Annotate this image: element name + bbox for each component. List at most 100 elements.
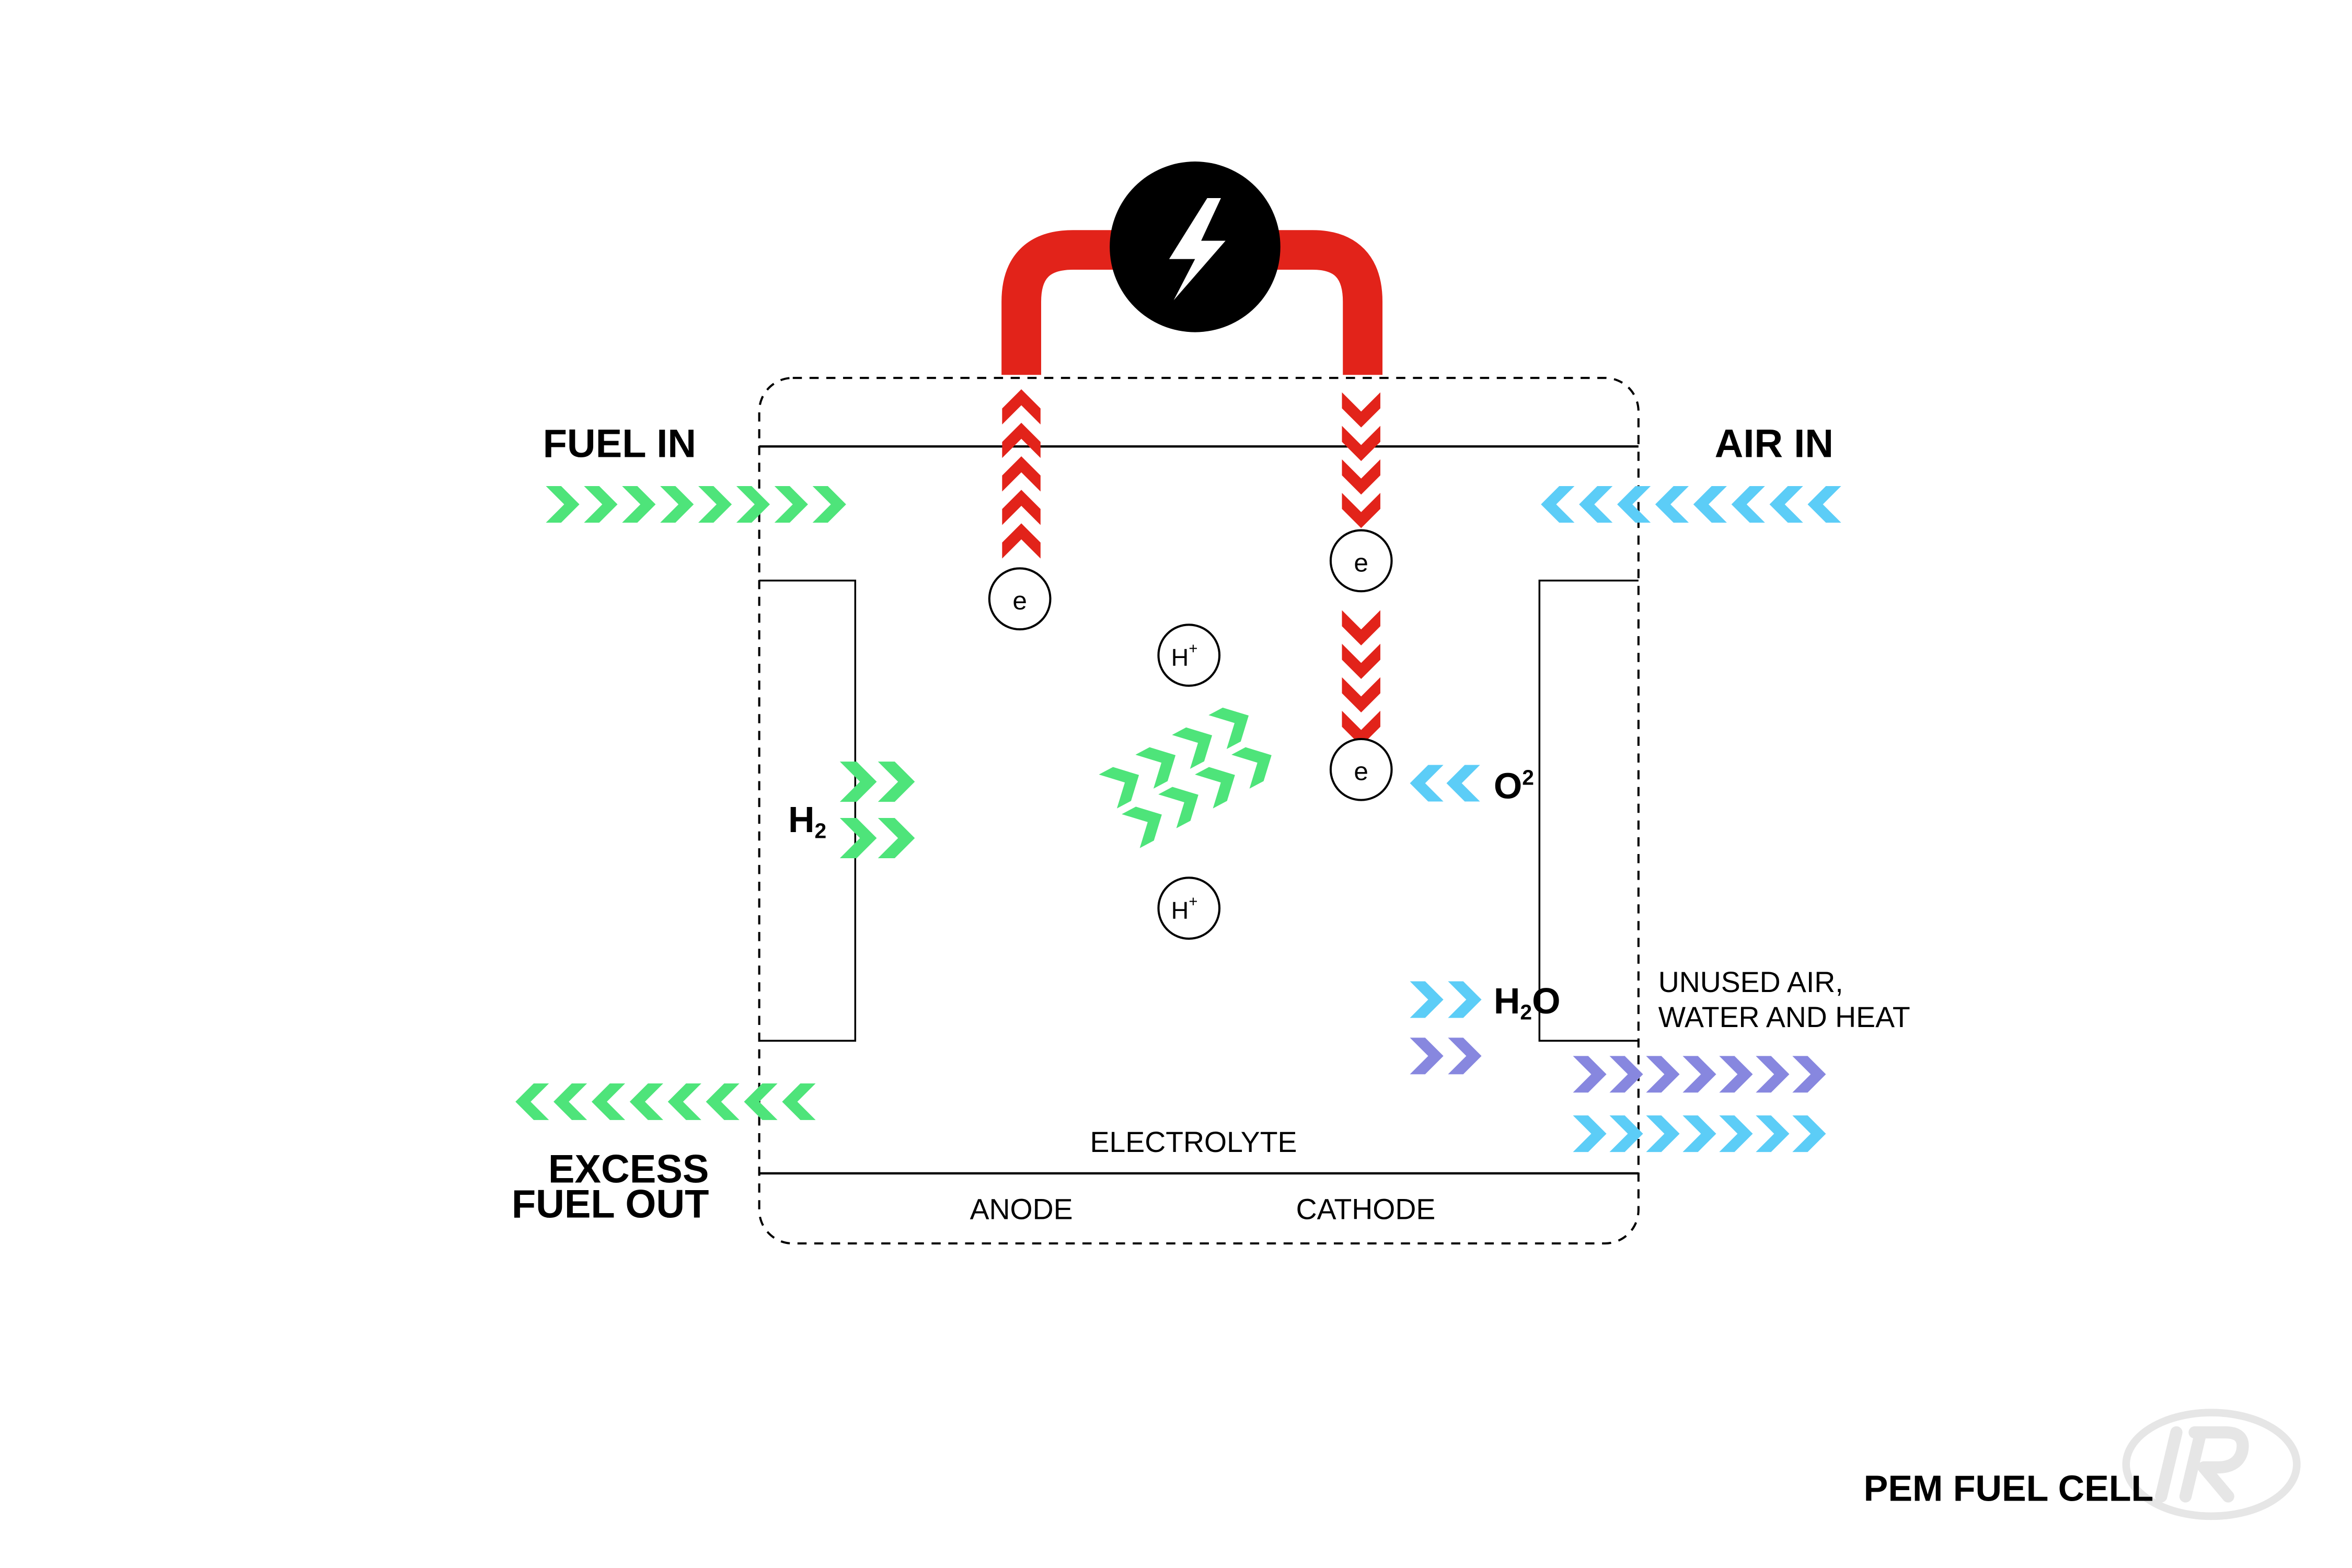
fuel-out-chevron: [667, 1083, 701, 1120]
electron-cathode-upper: e: [1329, 529, 1393, 593]
air-in-chevron: [1579, 486, 1613, 523]
heat-chevron: [1448, 1037, 1482, 1075]
fuel-in-chevron: [546, 486, 580, 523]
proton-flow-chevron: [1195, 767, 1235, 809]
proton-flow-chevron: [1135, 747, 1176, 789]
air-in-label: AIR IN: [1715, 422, 1834, 466]
fuel-out-chevron: [744, 1083, 778, 1120]
excess-fuel-out-label-line1: EXCESS: [548, 1147, 709, 1191]
electron-label: e: [1354, 548, 1368, 577]
proton-label: H+: [1171, 894, 1198, 924]
electron-anode: e: [988, 567, 1052, 631]
fuel-in-label: FUEL IN: [543, 422, 696, 466]
fuel-out-chevron: [706, 1083, 740, 1120]
h2o-chevron: [1448, 981, 1482, 1018]
electron-down-chevron: [1342, 425, 1380, 462]
anode-label: ANODE: [970, 1193, 1073, 1225]
ir-logo: [2122, 1409, 2301, 1520]
h2-chevron: [878, 818, 915, 858]
electrolyte-label: ELECTROLYTE: [1090, 1126, 1297, 1158]
h2-chevron: [839, 818, 877, 858]
unused-air-label-line2: WATER AND HEAT: [1658, 1001, 1910, 1033]
proton-upper: H+: [1157, 624, 1221, 687]
exhaust-air-chevron: [1646, 1056, 1680, 1093]
load: [1110, 162, 1281, 332]
fuel-out-chevron: [591, 1083, 626, 1120]
cathode-channel: [1538, 580, 1639, 1042]
electron-down-chevron: [1342, 392, 1380, 428]
proton-flow-chevron: [1231, 747, 1272, 789]
fuel-in-chevron: [812, 486, 846, 523]
exhaust-water-chevron: [1573, 1115, 1607, 1152]
proton-flow-chevron: [1099, 767, 1139, 809]
exhaust-air-chevron: [1609, 1056, 1643, 1093]
air-in-chevron: [1731, 486, 1765, 523]
fuel-in-chevron: [698, 486, 732, 523]
proton-flow-chevron: [1172, 727, 1213, 769]
fuel-in-chevron: [622, 486, 656, 523]
proton-flow-chevron: [1208, 707, 1249, 750]
proton-flow-chevron: [1158, 787, 1198, 828]
exhaust-water-chevron: [1792, 1115, 1826, 1152]
air-in-chevron: [1807, 486, 1841, 523]
electron-down-chevron: [1342, 610, 1380, 645]
exhaust-air-chevron: [1682, 1056, 1716, 1093]
fuel-in-chevron: [660, 486, 694, 523]
air-in-chevron: [1655, 486, 1689, 523]
air-in-chevron: [1541, 486, 1575, 523]
fuel-in-chevron: [774, 486, 808, 523]
electron-down-chevron: [1342, 677, 1380, 713]
exhaust-water-chevron: [1719, 1115, 1753, 1152]
proton-lower: H+: [1157, 877, 1221, 940]
fuel-cell-housing: [758, 376, 1640, 1245]
exhaust-water-chevron: [1609, 1115, 1643, 1152]
exhaust-water-chevron: [1646, 1115, 1680, 1152]
excess-fuel-out-label-line2: FUEL OUT: [512, 1182, 709, 1226]
h2o-label: H2O: [1494, 981, 1561, 1024]
exhaust-air-chevron: [1756, 1056, 1790, 1093]
heat-chevron: [1410, 1037, 1444, 1075]
anode-channel: [759, 580, 857, 1042]
h2-chevron: [839, 762, 877, 802]
exhaust-air-chevron: [1792, 1056, 1826, 1093]
electron-up-chevron: [1002, 389, 1041, 425]
electron-label: e: [1012, 586, 1027, 615]
fuel-out-chevron: [515, 1083, 549, 1120]
fuel-out-chevron: [782, 1083, 816, 1120]
fuel-out-chevron: [629, 1083, 663, 1120]
electron-label: e: [1354, 757, 1368, 786]
electron-cathode-lower: e: [1329, 737, 1393, 801]
air-in-chevron: [1769, 486, 1803, 523]
lightning-bolt-icon: [1169, 198, 1226, 301]
h2-label: H2: [788, 799, 826, 843]
air-in-chevron: [1617, 486, 1651, 523]
electron-up-chevron: [1002, 490, 1041, 525]
fuel-out-chevron: [554, 1083, 587, 1120]
diagram-title: PEM FUEL CELL: [1864, 1468, 2154, 1509]
h2o-chevron: [1410, 981, 1444, 1018]
exhaust-water-chevron: [1756, 1115, 1790, 1152]
unused-air-label-line1: UNUSED AIR,: [1658, 966, 1843, 998]
electron-up-chevron: [1002, 456, 1041, 492]
proton-flow-chevron: [1122, 806, 1162, 848]
h2-chevron: [878, 762, 915, 802]
fuel-in-chevron: [584, 486, 618, 523]
exhaust-water-chevron: [1682, 1115, 1716, 1152]
air-in-chevron: [1693, 486, 1727, 523]
electron-up-chevron: [1002, 422, 1041, 458]
fuel-in-chevron: [736, 486, 770, 523]
proton-label: H+: [1171, 641, 1198, 671]
electron-down-chevron: [1342, 459, 1380, 495]
exhaust-air-chevron: [1719, 1056, 1753, 1093]
cathode-label: CATHODE: [1296, 1193, 1436, 1225]
o2-chevron: [1410, 765, 1444, 802]
electron-up-chevron: [1002, 523, 1041, 559]
o2-label: O2: [1494, 765, 1534, 806]
flow-chevrons: [515, 389, 1841, 1152]
electron-down-chevron: [1342, 493, 1380, 528]
exhaust-air-chevron: [1573, 1056, 1607, 1093]
o2-chevron: [1446, 765, 1480, 802]
electron-down-chevron: [1342, 643, 1380, 679]
